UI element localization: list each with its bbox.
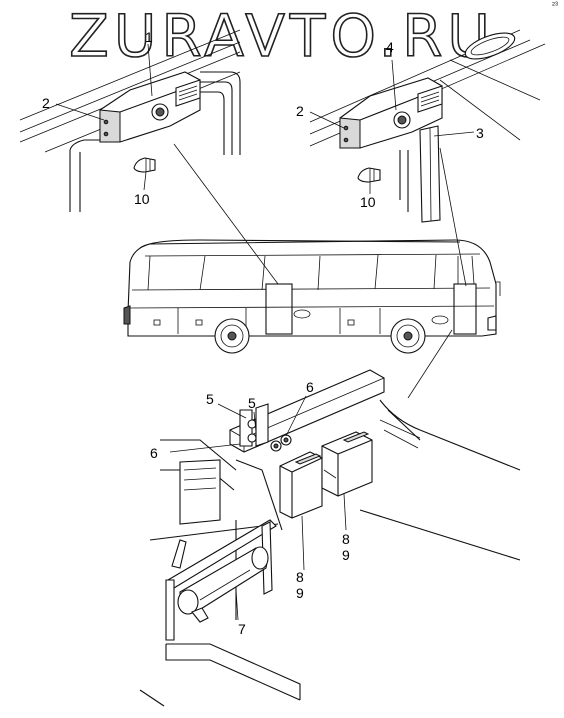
pointer-line-lower — [407, 329, 453, 399]
callout-4: 4 — [386, 39, 394, 55]
lamp-detail-left — [19, 29, 241, 212]
callout-5-a: 5 — [206, 391, 214, 407]
callout-2-left: 2 — [42, 95, 50, 111]
callout-10-right: 10 — [360, 194, 376, 210]
callout-8-a: 8 — [296, 569, 304, 585]
compartment-detail — [139, 369, 521, 707]
callout-8-b: 8 — [342, 531, 350, 547]
lamp-detail-right — [309, 29, 546, 223]
callout-5-b: 5 — [248, 395, 256, 411]
corner-mark: ²³ — [552, 0, 558, 10]
callout-10-left: 10 — [134, 191, 150, 207]
pointer-line-left — [173, 143, 279, 285]
callout-3: 3 — [476, 125, 484, 141]
pointer-line-right — [439, 147, 467, 287]
callout-9-b: 9 — [342, 547, 350, 563]
callout-9-a: 9 — [296, 585, 304, 601]
callout-6-a: 6 — [306, 379, 314, 395]
bus-illustration — [123, 239, 501, 354]
callout-2-right: 2 — [296, 103, 304, 119]
callout-6-b: 6 — [150, 445, 158, 461]
callout-1: 1 — [145, 29, 153, 45]
callout-7: 7 — [238, 621, 246, 637]
watermark-logo: ZURAVTO.RU — [68, 1, 495, 71]
